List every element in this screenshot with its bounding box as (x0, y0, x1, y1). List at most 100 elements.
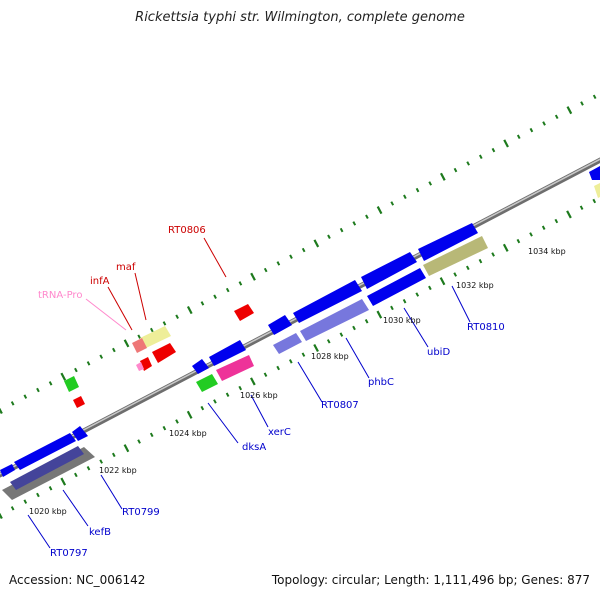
ring-tick (150, 327, 154, 333)
ring-tick (200, 405, 205, 411)
ring-tick (529, 127, 534, 133)
trna-pro[interactable] (136, 362, 144, 371)
ring-tick (36, 492, 40, 498)
ring-tick (112, 347, 116, 353)
ring-tick (263, 267, 268, 273)
ring-tick (123, 339, 130, 348)
outer-dotted-ring (0, 94, 597, 415)
gene-arrow[interactable] (268, 315, 292, 335)
ring-tick (352, 221, 357, 226)
leader-rt0797 (27, 514, 51, 549)
gene-arrow[interactable] (361, 252, 417, 289)
ring-tick (74, 472, 78, 478)
ring-tick (200, 301, 205, 306)
gene-label-rt0807[interactable]: RT0807 (321, 400, 359, 411)
ring-tick (439, 277, 446, 286)
ring-tick (529, 232, 533, 237)
ring-tick (36, 387, 40, 393)
gene-arrow[interactable] (209, 340, 246, 366)
leader-rt0807 (297, 361, 323, 403)
ring-tick (60, 372, 67, 381)
map-title: Rickettsia typhi str. Wilmington, comple… (135, 10, 465, 25)
ring-tick (123, 444, 130, 453)
scale-label: 1026 kbp (240, 391, 278, 400)
gene-arrow[interactable] (14, 433, 76, 470)
gene-light-blue[interactable] (273, 333, 302, 354)
ring-tick (238, 385, 243, 391)
gene-label-rt0810[interactable]: RT0810 (467, 322, 505, 333)
gene-arrow[interactable] (589, 166, 600, 180)
ring-tick (250, 272, 256, 281)
ring-tick (478, 154, 483, 160)
inner-dotted-ring (0, 198, 597, 520)
gene-label-kefb[interactable]: kefB (89, 527, 111, 538)
scale-label: 1022 kbp (99, 466, 137, 475)
ring-tick (554, 218, 559, 224)
gene-arrow[interactable] (293, 280, 362, 323)
gene-arrow[interactable] (72, 426, 88, 441)
ring-tick (10, 506, 15, 511)
ring-tick (376, 310, 383, 319)
gene-arrow[interactable] (10, 446, 84, 490)
gene-magenta[interactable] (216, 355, 254, 381)
gene-label-rt0799[interactable]: RT0799 (122, 507, 160, 518)
gene-olive[interactable] (594, 183, 600, 198)
leader-xerc (250, 394, 269, 428)
ring-tick (415, 187, 420, 193)
leader-rt0810 (451, 285, 471, 323)
gene-arrow[interactable] (418, 223, 478, 261)
gene-red[interactable] (152, 343, 176, 363)
gene-arrow[interactable] (192, 359, 209, 374)
ring-tick (0, 512, 3, 520)
gene-yellow[interactable] (140, 326, 171, 348)
gene-label-maf[interactable]: maf (116, 262, 136, 273)
ring-tick (225, 392, 230, 397)
accession-text: Accession: NC_006142 (9, 573, 146, 587)
ring-tick (566, 210, 572, 219)
gene-label-dksa[interactable]: dksA (242, 442, 266, 453)
ring-tick (10, 401, 15, 406)
gene-label-ubid[interactable]: ubiD (427, 347, 450, 358)
gene-label-infa[interactable]: infA (90, 276, 110, 287)
ring-tick (327, 234, 331, 239)
ring-tick (503, 139, 509, 148)
genome-summary-text: Topology: circular; Length: 1,111,496 bp… (271, 573, 590, 587)
ring-tick (390, 305, 394, 311)
ring-tick (491, 252, 495, 257)
scale-label: 1020 kbp (29, 507, 67, 516)
ring-tick (313, 239, 320, 248)
gene-arrow[interactable] (367, 268, 426, 306)
gene-green-b[interactable] (196, 374, 218, 392)
ring-tick (162, 425, 167, 431)
gene-light-blue[interactable] (300, 299, 369, 341)
ring-tick (541, 225, 546, 230)
gene-red-rt0806[interactable] (234, 304, 254, 321)
gene-red-b[interactable] (73, 396, 85, 408)
ring-tick (276, 365, 280, 371)
gene-label-trna-pro[interactable]: tRNA-Pro (38, 290, 82, 301)
gene-arrow[interactable] (0, 464, 15, 477)
gene-green[interactable] (64, 376, 79, 392)
gene-label-rt0806[interactable]: RT0806 (168, 225, 206, 236)
ring-tick (301, 352, 306, 357)
gene-label-xerc[interactable]: xerC (268, 427, 291, 438)
ring-tick (288, 359, 293, 364)
gene-olive[interactable] (423, 236, 488, 276)
gene-label-phbc[interactable]: phbC (368, 377, 394, 388)
ring-tick (263, 372, 268, 377)
ring-tick (175, 419, 179, 424)
ring-tick (415, 292, 420, 297)
ring-tick (149, 432, 154, 438)
ring-tick (453, 272, 457, 277)
leader-ubid (403, 307, 429, 348)
gene-pink[interactable] (132, 338, 147, 353)
ring-tick (579, 205, 584, 210)
gene-label-rt0797[interactable]: RT0797 (50, 548, 88, 559)
ring-tick (301, 247, 306, 253)
ring-tick (365, 214, 369, 219)
forward-strand-features (0, 166, 600, 477)
ring-tick (86, 466, 91, 471)
ring-tick (542, 121, 546, 126)
